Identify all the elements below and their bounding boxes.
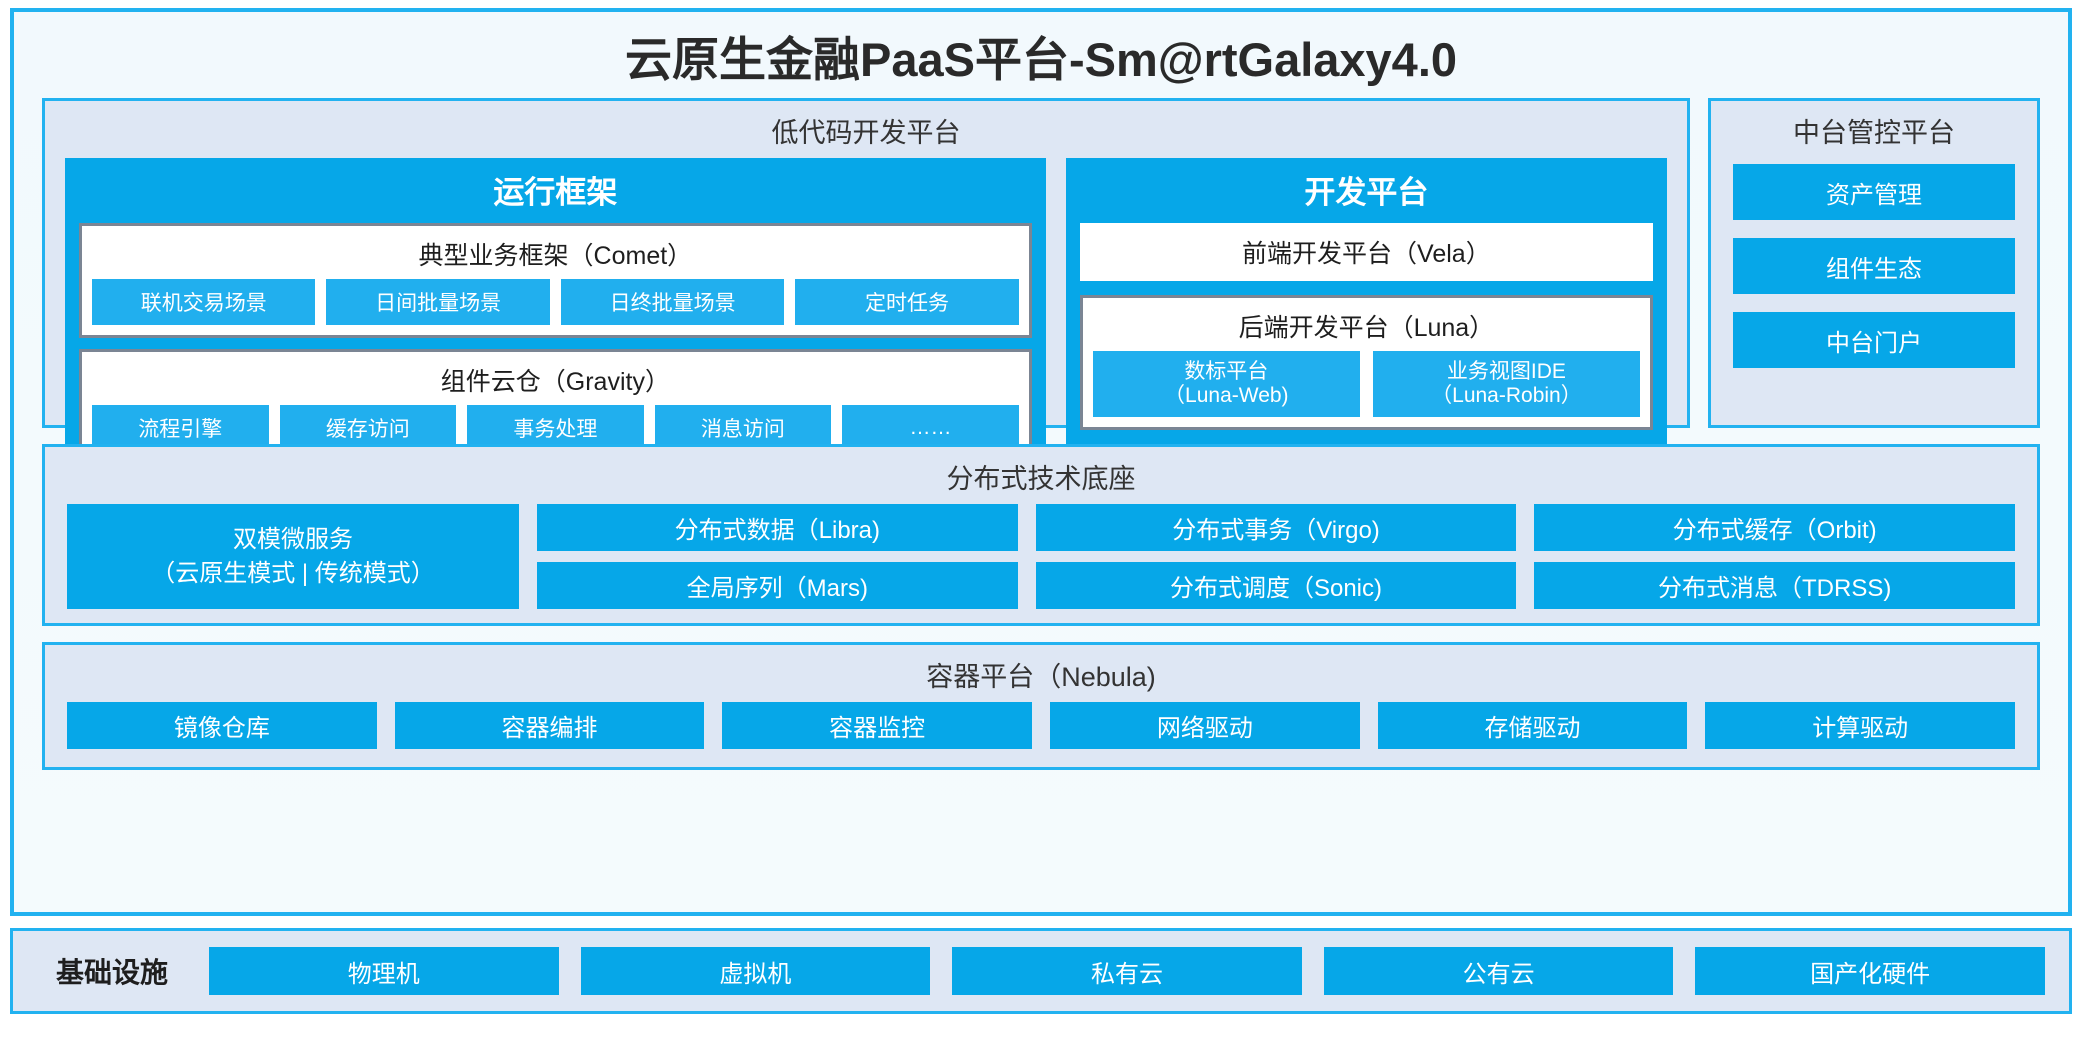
infrastructure-chip[interactable]: 国产化硬件 [1695, 947, 2045, 995]
container-chip[interactable]: 网络驱动 [1050, 702, 1360, 749]
distributed-column-1: 分布式数据（Libra) 全局序列（Mars) [537, 504, 1018, 609]
luna-box: 后端开发平台（Luna） 数标平台 （Luna-Web) 业务视图IDE （Lu… [1079, 295, 1653, 430]
gravity-chip[interactable]: 消息访问 [654, 405, 832, 451]
infrastructure-chip[interactable]: 私有云 [952, 947, 1302, 995]
container-platform-title: 容器平台（Nebula) [926, 662, 1156, 692]
comet-title: 典型业务框架（Comet） [418, 242, 693, 270]
luna-title: 后端开发平台（Luna） [1238, 314, 1495, 342]
runtime-framework-title: 运行框架 [493, 175, 618, 210]
container-chip[interactable]: 镜像仓库 [67, 702, 377, 749]
luna-chip-robin-name: 业务视图IDE [1446, 360, 1566, 384]
top-row: 低代码开发平台 运行框架 典型业务框架（Comet） 联机交易场景 日间批量场景… [42, 98, 2040, 478]
container-platform-body: 镜像仓库 容器编排 容器监控 网络驱动 存储驱动 计算驱动 [45, 702, 2037, 763]
gravity-chip-row: 流程引擎 缓存访问 事务处理 消息访问 …… [92, 405, 1019, 451]
infrastructure-chip[interactable]: 虚拟机 [580, 947, 931, 995]
vela-box[interactable]: 前端开发平台（Vela） [1079, 223, 1653, 281]
gravity-chip[interactable]: 缓存访问 [279, 405, 457, 451]
comet-chip[interactable]: 日终批量场景 [560, 279, 785, 325]
container-platform-panel: 容器平台（Nebula) 镜像仓库 容器编排 容器监控 网络驱动 存储驱动 计算… [42, 642, 2040, 770]
lowcode-platform-panel: 低代码开发平台 运行框架 典型业务框架（Comet） 联机交易场景 日间批量场景… [42, 98, 1690, 478]
comet-chip[interactable]: 日间批量场景 [326, 279, 550, 325]
luna-chip-web-code: （Luna-Web) [1164, 384, 1289, 407]
midplatform-chip-asset[interactable]: 资产管理 [1733, 164, 2015, 220]
distributed-base-panel: 分布式技术底座 双模微服务 （云原生模式 | 传统模式） 分布式数据（Libra… [42, 444, 2040, 626]
luna-chip-robin[interactable]: 业务视图IDE （Luna-Robin） [1372, 351, 1640, 417]
midplatform-chip-component[interactable]: 组件生态 [1733, 238, 2015, 294]
microservice-column: 双模微服务 （云原生模式 | 传统模式） [67, 504, 519, 609]
infrastructure-chip[interactable]: 物理机 [209, 947, 559, 995]
infrastructure-label: 基础设施 [55, 957, 168, 988]
development-platform-card: 开发平台 前端开发平台（Vela） 后端开发平台（Luna） 数标平台 （Lun… [1065, 158, 1667, 478]
platform-frame: 云原生金融PaaS平台-Sm@rtGalaxy4.0 低代码开发平台 运行框架 … [10, 8, 2072, 916]
microservice-line1: 双模微服务 [233, 526, 353, 554]
midplatform-body: 资产管理 组件生态 中台门户 [1711, 158, 2037, 368]
comet-chip[interactable]: 联机交易场景 [92, 279, 316, 325]
comet-box: 典型业务框架（Comet） 联机交易场景 日间批量场景 日终批量场景 定时任务 [79, 223, 1032, 338]
luna-chip-web[interactable]: 数标平台 （Luna-Web) [1092, 351, 1360, 417]
comet-chip-row: 联机交易场景 日间批量场景 日终批量场景 定时任务 [92, 279, 1019, 325]
distributed-chip[interactable]: 分布式调度（Sonic) [1035, 562, 1517, 609]
container-chip[interactable]: 存储驱动 [1377, 702, 1688, 749]
distributed-column-2: 分布式事务（Virgo) 分布式调度（Sonic) [1035, 504, 1517, 609]
page-title: 云原生金融PaaS平台-Sm@rtGalaxy4.0 [624, 32, 1458, 86]
midplatform-title: 中台管控平台 [1793, 118, 1955, 148]
gravity-chip[interactable]: 流程引擎 [92, 405, 269, 451]
gravity-title: 组件云仓（Gravity） [440, 368, 670, 396]
container-chip[interactable]: 容器编排 [394, 702, 705, 749]
container-chip[interactable]: 容器监控 [722, 702, 1033, 749]
runtime-framework-card: 运行框架 典型业务框架（Comet） 联机交易场景 日间批量场景 日终批量场景 … [65, 158, 1046, 478]
distributed-chip[interactable]: 分布式缓存（Orbit) [1534, 504, 2016, 551]
infrastructure-chip[interactable]: 公有云 [1323, 947, 1674, 995]
midplatform-panel: 中台管控平台 资产管理 组件生态 中台门户 [1708, 98, 2040, 428]
comet-chip[interactable]: 定时任务 [795, 279, 1019, 325]
distributed-column-3: 分布式缓存（Orbit) 分布式消息（TDRSS) [1534, 504, 2016, 609]
microservice-line2: （云原生模式 | 传统模式） [151, 559, 435, 587]
luna-chip-web-name: 数标平台 [1184, 360, 1269, 384]
distributed-chip[interactable]: 分布式消息（TDRSS) [1534, 562, 2016, 609]
distributed-chip[interactable]: 分布式事务（Virgo) [1035, 504, 1517, 551]
luna-chip-row: 数标平台 （Luna-Web) 业务视图IDE （Luna-Robin） [1092, 351, 1640, 417]
infrastructure-panel: 基础设施 物理机 虚拟机 私有云 公有云 国产化硬件 [10, 928, 2072, 1014]
gravity-chip[interactable]: 事务处理 [467, 405, 644, 451]
gravity-chip-more[interactable]: …… [842, 405, 1019, 451]
distributed-base-body: 双模微服务 （云原生模式 | 传统模式） 分布式数据（Libra) 全局序列（M… [45, 504, 2037, 623]
luna-chip-robin-code: （Luna-Robin） [1431, 384, 1582, 407]
distributed-base-title: 分布式技术底座 [946, 464, 1136, 494]
development-platform-title: 开发平台 [1304, 175, 1429, 210]
container-chip[interactable]: 计算驱动 [1705, 702, 2016, 749]
midplatform-chip-portal[interactable]: 中台门户 [1733, 312, 2015, 368]
distributed-chip[interactable]: 分布式数据（Libra) [537, 504, 1018, 551]
lowcode-platform-title: 低代码开发平台 [771, 118, 961, 148]
lowcode-platform-body: 运行框架 典型业务框架（Comet） 联机交易场景 日间批量场景 日终批量场景 … [45, 158, 1687, 496]
distributed-chip[interactable]: 全局序列（Mars) [537, 562, 1018, 609]
microservice-box[interactable]: 双模微服务 （云原生模式 | 传统模式） [67, 504, 519, 609]
